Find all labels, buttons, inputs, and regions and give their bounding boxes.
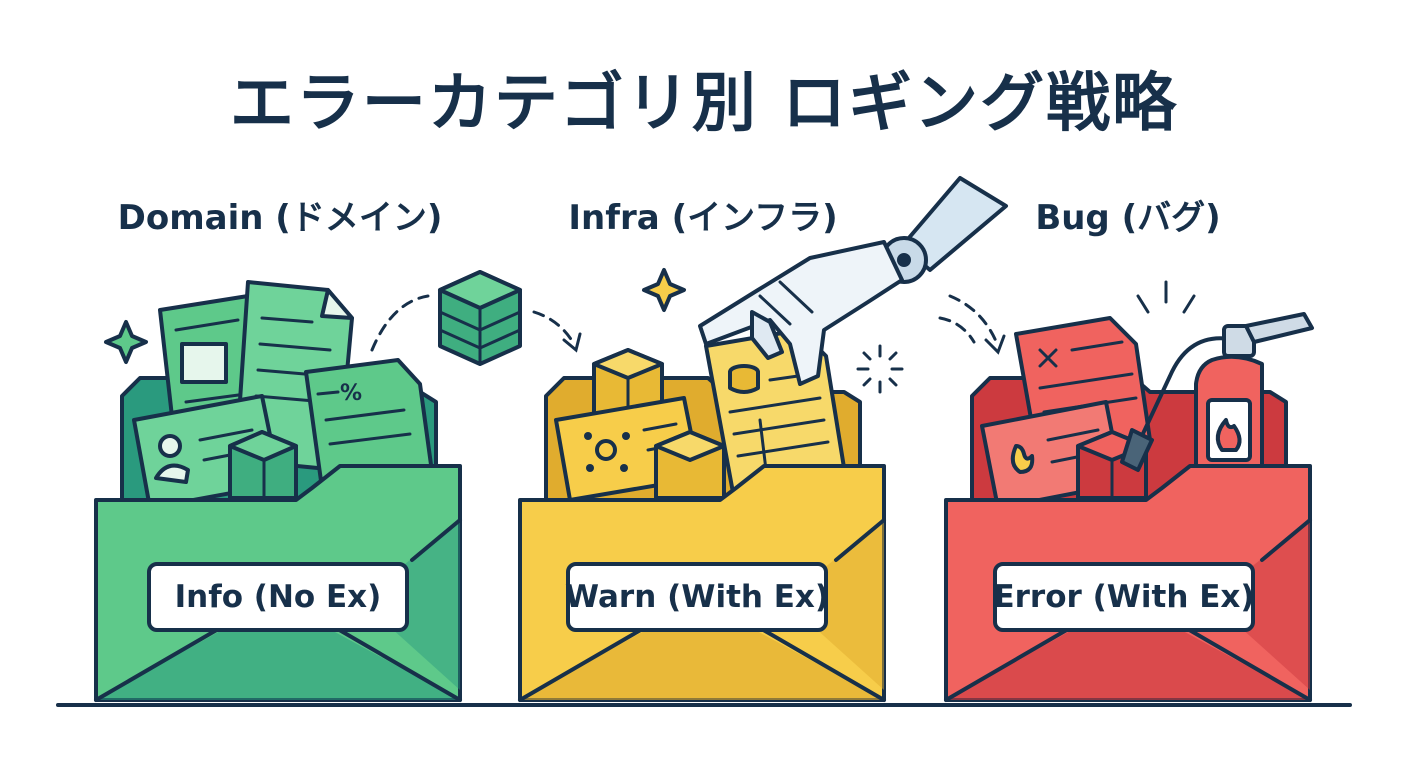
folder-label-bug: Error (With Ex) — [993, 562, 1255, 632]
alert-lines-icon — [1136, 280, 1196, 314]
folder-label-domain: Info (No Ex) — [147, 562, 409, 632]
dashed-arrow-icon — [370, 294, 582, 353]
category-heading-domain: Domain (ドメイン) — [117, 198, 443, 238]
sparkle-icon — [642, 268, 686, 312]
folder-label-infra: Warn (With Ex) — [565, 562, 829, 632]
cube-icon — [228, 430, 298, 500]
flame-icon — [1010, 444, 1035, 474]
burst-icon — [856, 344, 904, 394]
category-heading-infra: Infra (インフラ) — [568, 198, 838, 238]
cube-icon — [654, 430, 726, 500]
database-cube-icon — [438, 270, 522, 366]
dashed-arrow-icon — [938, 294, 1006, 355]
folder-domain: % — [94, 280, 462, 702]
category-heading-bug: Bug (バグ) — [1035, 198, 1221, 238]
cube-icon — [592, 348, 664, 422]
page-title: エラーカテゴリ別 ロギング戦略 — [229, 67, 1179, 141]
percent-icon: % — [340, 381, 362, 406]
folder-bug — [944, 280, 1314, 702]
document-icon: % — [304, 358, 434, 490]
sparkle-icon — [104, 320, 148, 364]
robot-hand-icon — [698, 176, 1008, 386]
